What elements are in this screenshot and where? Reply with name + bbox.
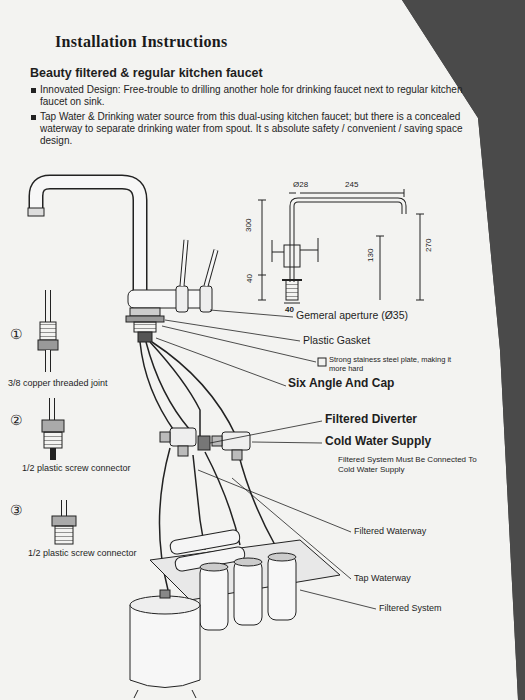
bullet xyxy=(31,88,36,93)
part-name: Tap Waterway xyxy=(354,573,411,584)
dimension: 245 xyxy=(345,180,358,190)
part-name: Cold Water Supply xyxy=(325,434,431,448)
part-name: Filtered System xyxy=(379,603,442,614)
dimension: 40 xyxy=(285,305,294,315)
title: Installation Instructions xyxy=(55,33,227,51)
note: Filtered System Must Be Connected To Col… xyxy=(338,455,488,474)
callout-number: ② xyxy=(10,412,23,429)
dimension: 300 xyxy=(244,219,254,232)
bullet-text: Tap Water & Drinking water source from t… xyxy=(40,111,475,147)
part-name: Plastic Gasket xyxy=(303,334,370,347)
part-name: Gemeral aperture (Ø35) xyxy=(296,309,408,322)
dimension: 270 xyxy=(424,239,434,252)
part-name: Six Angle And Cap xyxy=(288,376,394,390)
part-name: 3/8 copper threaded joint xyxy=(8,378,108,389)
filter-system xyxy=(130,529,340,698)
part-name: Filtered Waterway xyxy=(354,526,426,537)
table-background xyxy=(402,0,525,700)
dimension-drawing xyxy=(258,189,424,303)
faucet xyxy=(28,182,216,342)
dimension: 130 xyxy=(366,249,376,262)
bullet xyxy=(31,115,36,120)
note: Strong stainess steel plate, making it m… xyxy=(329,355,464,373)
callout-number: ① xyxy=(10,326,23,343)
dimension: 40 xyxy=(245,274,255,283)
part-name: 1/2 plastic screw connector xyxy=(28,548,137,559)
part-name: Filtered Diverter xyxy=(325,412,417,426)
angle-valve xyxy=(160,428,250,460)
callout-number: ③ xyxy=(10,502,23,519)
part-name: 1/2 plastic screw connector xyxy=(22,463,131,474)
checkbox xyxy=(318,358,326,366)
fittings xyxy=(38,290,76,544)
bullet-text: Innovated Design: Free-trouble to drilli… xyxy=(40,84,475,108)
subtitle: Beauty filtered & regular kitchen faucet xyxy=(30,66,263,81)
dimension: Ø28 xyxy=(293,180,308,190)
